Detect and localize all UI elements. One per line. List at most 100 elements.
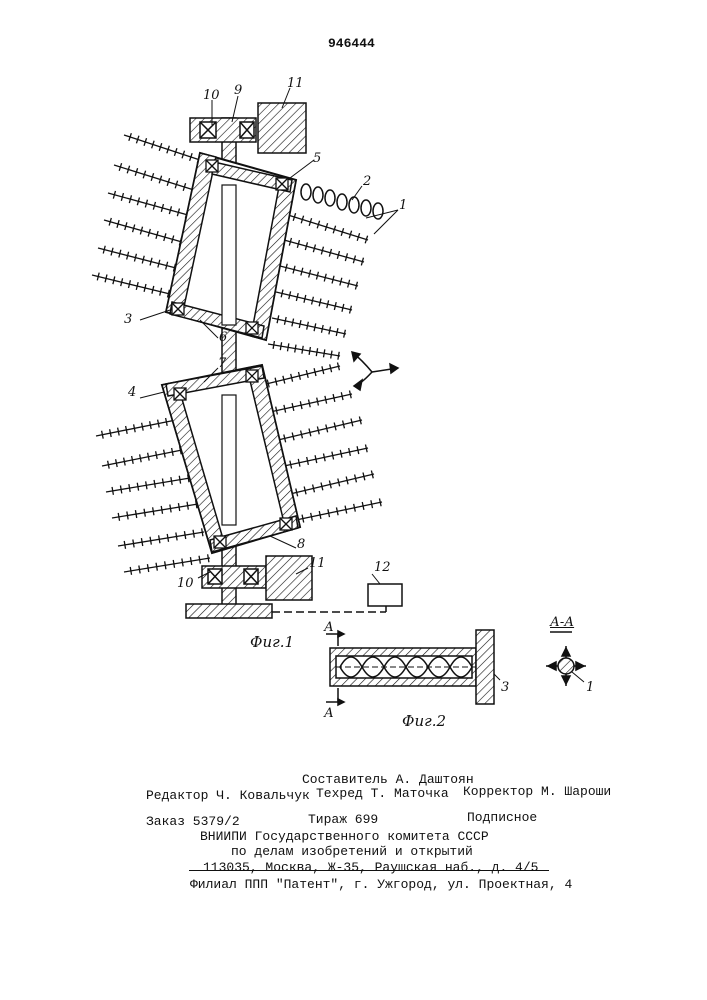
bristle-tick xyxy=(167,534,168,542)
label-3-fig2: 3 xyxy=(501,680,509,695)
bottom-support xyxy=(186,556,402,618)
bristle-tick xyxy=(182,559,183,567)
bristle-tick xyxy=(359,417,361,425)
bristle-tick xyxy=(306,370,308,378)
bristle-tick xyxy=(363,473,365,481)
bristle-tick xyxy=(329,481,331,489)
bristle-tick xyxy=(336,328,338,336)
bristle-tick xyxy=(334,302,336,310)
compiler-line: Составитель А. Даштоян xyxy=(302,772,474,787)
bristle-tick xyxy=(357,446,359,454)
figure-2 xyxy=(326,630,500,705)
bristle-tick xyxy=(301,431,303,439)
bristle-tick xyxy=(284,435,286,443)
bristle-tick xyxy=(144,284,146,292)
editor-line: Редактор Ч. Ковальчук xyxy=(146,788,310,803)
bristle-tick xyxy=(362,502,364,510)
label-2: 2 xyxy=(363,174,371,189)
bristle-tick xyxy=(344,330,346,338)
bristle-tick xyxy=(296,489,298,497)
bristle-tick xyxy=(148,453,150,461)
bristle-tick xyxy=(314,368,316,376)
bristle-tick xyxy=(280,342,281,350)
bristle-tick xyxy=(309,399,311,407)
bristle-tick xyxy=(208,554,209,562)
bristle-tick xyxy=(300,401,302,409)
bristle-tick xyxy=(126,426,128,434)
bristle-tick xyxy=(283,376,285,384)
bristle-tick xyxy=(162,479,163,487)
bristle-tick xyxy=(298,459,300,467)
bristle-tick xyxy=(284,317,286,325)
bristle-line xyxy=(272,318,346,334)
bristle-tick xyxy=(121,278,123,286)
label-11-top: 11 xyxy=(287,76,304,91)
bristle-tick xyxy=(330,364,332,372)
bristle-tick xyxy=(140,454,142,462)
bristle-tick xyxy=(118,428,120,436)
bristle-tick xyxy=(124,458,126,466)
section-mark-bottom: А xyxy=(324,706,334,721)
bristle-tick xyxy=(158,420,160,428)
bristle-tick xyxy=(337,362,339,370)
bristle-tick xyxy=(146,481,147,489)
bristle-tick xyxy=(317,398,319,406)
bristle-tick xyxy=(295,345,296,353)
bristle-tick xyxy=(165,561,166,569)
bristle-line xyxy=(92,275,170,294)
subscription-line: Подписное xyxy=(467,810,537,825)
bristle-line xyxy=(262,366,340,385)
bristle-tick xyxy=(156,451,158,459)
bristle-line xyxy=(278,420,362,440)
bristle-tick xyxy=(307,322,309,330)
bristle-tick xyxy=(333,394,335,402)
section-mark-top: А xyxy=(324,620,334,635)
spring xyxy=(301,184,383,219)
bristle-line xyxy=(106,478,190,492)
bristle-line xyxy=(108,193,188,215)
bristle-tick xyxy=(341,392,343,400)
bristle-tick xyxy=(144,509,145,517)
bristle-tick xyxy=(133,540,134,548)
bristle-tick xyxy=(164,450,166,458)
bristle-tick xyxy=(312,297,314,305)
label-11-bottom: 11 xyxy=(309,556,326,571)
bristle-tick xyxy=(319,511,321,519)
bristle-tick xyxy=(351,419,353,427)
bristle-tick xyxy=(190,557,191,565)
bristle-tick xyxy=(130,567,131,575)
bristle-tick xyxy=(315,455,317,463)
bristle-line xyxy=(290,474,374,494)
bristle-tick xyxy=(342,304,344,312)
bristle-tick xyxy=(355,475,357,483)
bristle-tick xyxy=(304,487,306,495)
bristle-tick xyxy=(132,456,134,464)
bristle-tick xyxy=(307,457,309,465)
technical-drawing xyxy=(0,0,707,760)
control-unit xyxy=(368,584,402,606)
bristle-tick xyxy=(328,509,330,517)
bristle-tick xyxy=(275,378,277,386)
bristle-tick xyxy=(187,502,188,510)
label-3: 3 xyxy=(124,312,132,327)
top-support xyxy=(190,103,306,153)
bristle-tick xyxy=(273,341,274,349)
bristle-tick xyxy=(290,461,292,469)
bristle-tick xyxy=(327,300,329,308)
bristle-tick xyxy=(276,407,278,415)
top-motor xyxy=(258,103,306,153)
bristle-tick xyxy=(321,325,323,333)
bristle-tick xyxy=(172,448,174,456)
label-10-top: 10 xyxy=(203,88,220,103)
bristle-tick xyxy=(152,286,154,294)
section-label-1: 1 xyxy=(586,680,594,695)
label-8: 8 xyxy=(297,537,305,552)
figure-2-caption: Фиг.2 xyxy=(402,712,446,730)
corrector-line: Корректор М. Шароши xyxy=(463,784,611,799)
bristle-tick xyxy=(371,500,373,508)
bristle-tick xyxy=(184,531,185,539)
bristle-tick xyxy=(324,349,325,357)
techred-line: Техред Т. Маточка xyxy=(316,786,449,801)
bristle-tick xyxy=(338,479,340,487)
bristle-tick xyxy=(304,295,306,303)
